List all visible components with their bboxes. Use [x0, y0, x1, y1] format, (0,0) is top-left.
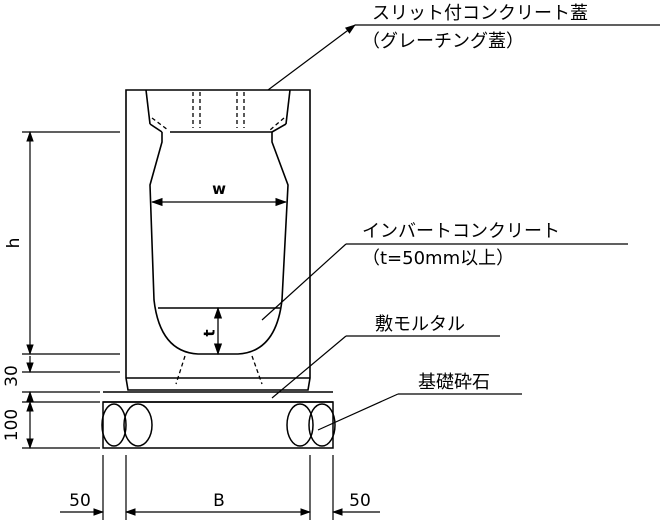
- invert-note-label: （t=50mm以上）: [362, 248, 514, 269]
- grating-lid-label: （グレーチング蓋）: [362, 31, 524, 52]
- w-label: w: [212, 180, 226, 198]
- dim-100: [22, 400, 100, 450]
- slit-lid-label: スリット付コンクリート蓋: [372, 3, 588, 24]
- lid-slits: [151, 92, 285, 385]
- gutter-body: [125, 89, 311, 391]
- t-label: t: [201, 329, 219, 336]
- h-label: h: [4, 238, 24, 249]
- gravel-label: 基礎砕石: [418, 372, 490, 393]
- dim-30: [22, 356, 120, 402]
- callout-leaders: [261, 24, 660, 431]
- h-dimension: [22, 130, 120, 356]
- bottom-dimensions: [60, 455, 380, 520]
- invert-label: インバートコンクリート: [362, 221, 560, 242]
- dim-30-label: 30: [2, 365, 22, 387]
- dim-B-label: B: [213, 491, 225, 511]
- dim-right-50-label: 50: [349, 491, 371, 511]
- t-dimension: t: [201, 306, 223, 356]
- dim-left-50-label: 50: [69, 491, 91, 511]
- mortar-label: 敷モルタル: [375, 314, 465, 335]
- gravel-stones-right: [286, 403, 336, 447]
- gravel-base: [101, 401, 336, 449]
- gravel-stones-left: [101, 403, 153, 447]
- mortar-bed: [103, 391, 333, 403]
- dim-100-label: 100: [2, 409, 22, 441]
- w-dimension: w: [150, 180, 288, 207]
